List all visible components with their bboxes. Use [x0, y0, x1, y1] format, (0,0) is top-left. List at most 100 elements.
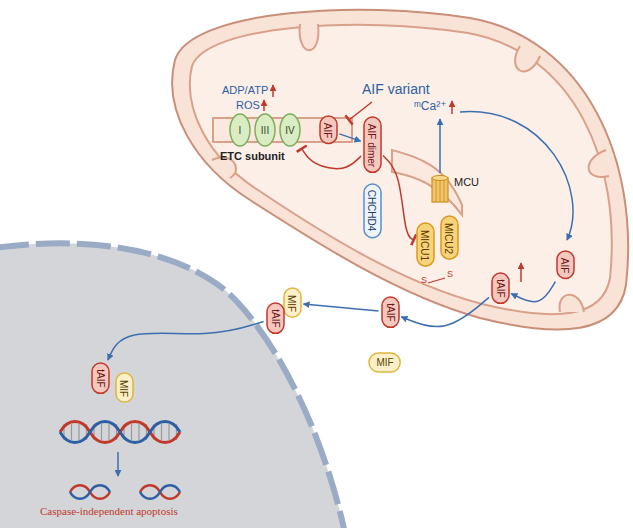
metabolite-label: ADP/ATP [222, 84, 268, 96]
mitochondrion-inner-membrane [190, 25, 612, 314]
ion-label: ᵐCa²⁺ [414, 100, 447, 113]
channel-body [432, 178, 448, 202]
group-label: ETC subunit [220, 150, 285, 162]
protein-label: MCU [454, 176, 479, 188]
sulfur-label: S [447, 270, 453, 280]
protein-pill: tAIF [491, 272, 510, 304]
protein-label: AIF dimer [367, 123, 378, 166]
shape-fill [382, 297, 399, 327]
dna-strand [140, 485, 180, 499]
flux-arrow [460, 112, 573, 240]
protein-label: I [239, 125, 242, 136]
arrow-connector [511, 282, 555, 302]
increase-arrow [272, 85, 274, 97]
protein-pill: AIF [556, 250, 575, 280]
etc-complex: I [229, 113, 251, 147]
shape-fill [116, 373, 133, 402]
crista [515, 46, 540, 71]
dna-strand [140, 485, 180, 499]
protein-label: tAIF [385, 303, 396, 321]
dna-rung [101, 424, 102, 440]
channel-stripe [440, 178, 441, 202]
protein-label: AIF [323, 122, 334, 138]
etc-complex: IV [279, 113, 301, 147]
nucleus [0, 243, 345, 528]
dna-rung [108, 424, 109, 440]
etc-complex: III [254, 113, 276, 147]
protein-label: MICU1 [420, 229, 431, 260]
protein-label: tAIF [270, 309, 281, 327]
protein-label: AIF [560, 257, 571, 273]
protein-pill: MIF [115, 372, 134, 403]
dna-rung [138, 424, 139, 440]
arrow-connector [401, 297, 489, 326]
disulfide-bond [428, 278, 445, 283]
protein-label: MIF [119, 379, 130, 396]
increase-arrow [451, 101, 453, 114]
dna-rung [71, 424, 72, 440]
cristae [212, 24, 609, 312]
protein-label: III [261, 125, 269, 136]
metabolite-label: ROS [236, 99, 260, 111]
dna-rung [161, 424, 162, 440]
shape-fill [284, 288, 301, 317]
protein-label: tAIF [495, 279, 506, 297]
channel-top [432, 176, 448, 181]
shape-fill [492, 273, 509, 303]
channel-stripe [436, 178, 437, 202]
dna-rung [78, 424, 79, 440]
shape-fill [280, 114, 300, 146]
protein-pill: MIF [283, 287, 302, 318]
protein-pill: MICU2 [440, 215, 459, 260]
shape-fill [417, 223, 434, 266]
dna-strand [60, 422, 180, 443]
shape-fill [441, 216, 458, 259]
variant-label: AIF variant [362, 82, 430, 97]
protein-label: tAIF [95, 369, 106, 387]
increase-arrow [263, 100, 265, 111]
flux-arrow [439, 119, 441, 173]
flux-arrow [117, 452, 119, 476]
dna-fragment [70, 485, 110, 499]
shape-fill [557, 251, 574, 279]
sulfur-label: S [421, 276, 427, 286]
inhibition-connector [383, 156, 414, 240]
crista [589, 150, 609, 177]
protein-pill: CHCHD4 [363, 183, 382, 239]
protein-pill: AIF [319, 115, 338, 145]
increase-arrow [520, 263, 522, 282]
dna-helix [60, 422, 180, 443]
shape-fill [369, 353, 400, 372]
dna-fragment [140, 485, 180, 499]
shape-fill [320, 116, 337, 144]
dna-strand [60, 422, 180, 443]
outcome-label: Caspase-independent apoptosis [40, 505, 178, 517]
shape-fill [364, 117, 381, 172]
channel-symbol-outline [431, 175, 449, 205]
protein-pill: tAIF [91, 362, 110, 394]
shape-fill [267, 303, 284, 333]
protein-label: CHCHD4 [367, 190, 378, 232]
channel-symbol: MCU [431, 175, 449, 205]
shape-fill [92, 363, 109, 393]
protein-pill: tAIF [381, 296, 400, 328]
arrow-connector [303, 304, 378, 311]
shape-fill [255, 114, 275, 146]
protein-label: MICU2 [444, 222, 455, 253]
channel-stripe [444, 178, 445, 202]
protein-pill: MICU1 [416, 222, 435, 267]
dna-rung [131, 424, 132, 440]
protein-label: MIF [287, 294, 298, 311]
protein-label: MIF [376, 357, 393, 368]
crista [300, 24, 319, 50]
protein-pill: AIF dimer [363, 116, 382, 173]
inhibition-connector [302, 149, 361, 169]
crista [560, 295, 584, 312]
protein-pill: tAIF [266, 302, 285, 334]
protein-label: IV [285, 125, 294, 136]
arrow-connector [339, 134, 360, 141]
dna-strand [70, 485, 110, 499]
mitochondrion-outer-membrane [172, 10, 628, 330]
